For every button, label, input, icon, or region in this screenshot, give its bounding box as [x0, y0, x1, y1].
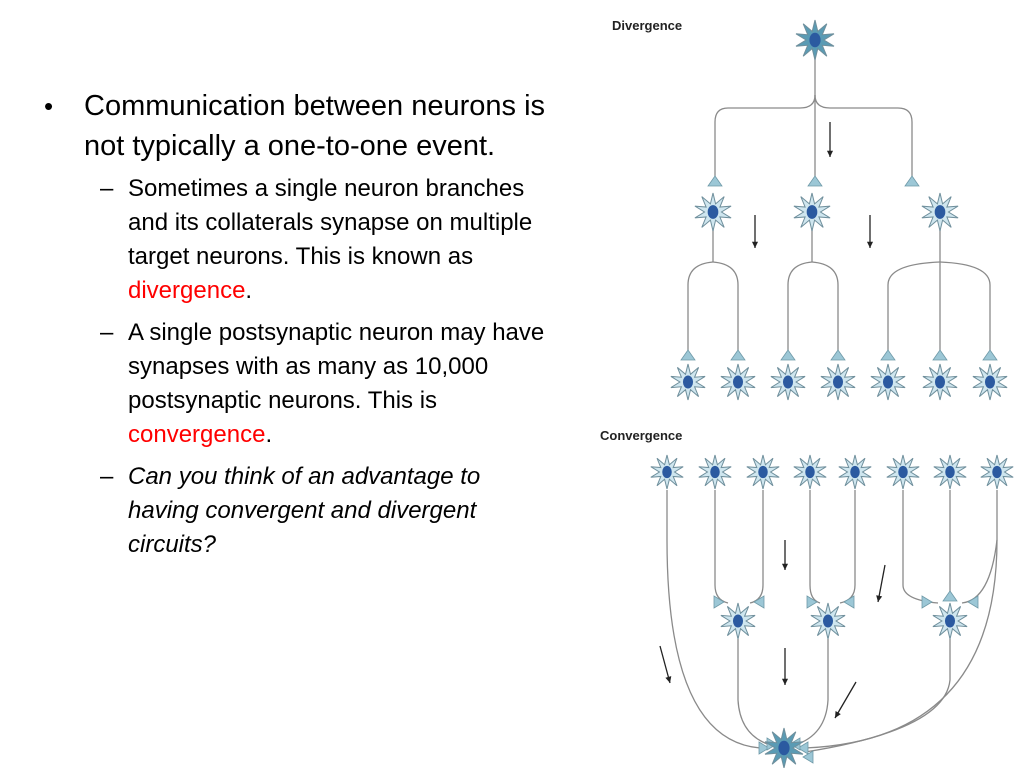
neuron-icon [670, 363, 706, 401]
synapse-terminal [680, 349, 696, 361]
synapse-terminal [830, 349, 846, 361]
signal-arrow [834, 681, 857, 719]
neuron-icon [932, 602, 968, 640]
axon-branch [809, 490, 821, 604]
synapse-terminal [780, 349, 796, 361]
arrowhead-icon [781, 678, 789, 685]
synapse-terminal [797, 741, 809, 755]
axon-branch [839, 490, 856, 604]
synapse-terminal [880, 349, 896, 361]
question-text: Can you think of an advantage to having … [128, 463, 481, 558]
main-bullet-text: Communication between neurons is not typ… [84, 90, 546, 162]
synapse-terminal [806, 595, 818, 609]
neuron-icon [650, 454, 684, 490]
synapse-terminal [753, 595, 765, 609]
neuron-icon [886, 454, 920, 490]
axon-branch [939, 261, 991, 350]
axon-branch [749, 490, 764, 604]
arrowhead-icon [866, 241, 874, 248]
synapse-terminal [967, 595, 979, 609]
axon-branch [804, 639, 951, 753]
slide-text: • Communication between neurons is not t… [40, 86, 550, 570]
axon-branch [887, 261, 941, 350]
axon-lines [666, 58, 998, 753]
neuron-icon [793, 454, 827, 490]
neuron-icon [870, 363, 906, 401]
divergence-title: Divergence [612, 18, 682, 33]
neuron-icon-dark [764, 727, 804, 768]
sub-bullet-question: – Can you think of an advantage to havin… [40, 460, 550, 562]
synapse-terminal [921, 595, 933, 609]
axon-branch [737, 639, 771, 746]
neuron-icon [838, 454, 872, 490]
signal-arrows [659, 122, 886, 719]
axon-branch [811, 261, 839, 350]
neuron-icon [720, 602, 756, 640]
synapse-terminal [942, 590, 958, 602]
synapse-terminal [904, 175, 920, 187]
neuron-icon [820, 363, 856, 401]
arrowhead-icon [751, 241, 759, 248]
period: . [245, 277, 253, 304]
axon-branch [814, 94, 913, 176]
signal-arrow [659, 645, 671, 684]
arrowhead-icon [781, 563, 789, 570]
main-bullet: • Communication between neurons is not t… [40, 86, 550, 166]
neuron-icon [921, 192, 959, 232]
synapse-terminal [843, 595, 855, 609]
synapse-terminal [730, 349, 746, 361]
neuron-icon [746, 454, 780, 490]
convergence-title: Convergence [600, 428, 682, 443]
arrowhead-icon [835, 711, 841, 718]
arrowhead-icon [876, 595, 883, 602]
sub-bullet-text: Sometimes a single neuron branches and i… [128, 175, 533, 270]
axon-branch [714, 94, 816, 176]
axon-branch [794, 639, 829, 746]
axon-branch [712, 261, 739, 350]
axon-branch [787, 261, 813, 350]
sub-bullet-convergence: – A single postsynaptic neuron may have … [40, 316, 550, 452]
axon-branch [687, 261, 714, 350]
synapse-terminal [807, 175, 823, 187]
convergence-term: convergence [128, 421, 266, 448]
axon-branch [961, 539, 998, 604]
arrowhead-icon [826, 150, 834, 157]
axon-branch [666, 490, 761, 749]
neuron-icon [810, 602, 846, 640]
sub-bullet-divergence: – Sometimes a single neuron branches and… [40, 172, 550, 308]
dash-icon: – [100, 175, 114, 202]
neurons [650, 19, 1014, 768]
neuron-icon [793, 192, 831, 232]
synapse-terminal [932, 349, 948, 361]
axon-branch [902, 490, 939, 604]
neuron-icon [933, 454, 967, 490]
neuron-icon [972, 363, 1008, 401]
neuron-icon [694, 192, 732, 232]
synapse-terminal [758, 741, 770, 755]
neuron-icon [720, 363, 756, 401]
neuron-icon [770, 363, 806, 401]
synapse-terminal [982, 349, 998, 361]
neuron-icon [698, 454, 732, 490]
period: . [265, 421, 273, 448]
bullet-dot-icon: • [44, 91, 54, 121]
dash-icon: – [100, 463, 114, 490]
neuron-icon [980, 454, 1014, 490]
synapse-terminal [707, 175, 723, 187]
neuron-icon-dark [795, 19, 835, 61]
neuron-icon [922, 363, 958, 401]
sub-bullet-text: A single postsynaptic neuron may have sy… [128, 319, 545, 414]
dash-icon: – [100, 319, 114, 346]
synapse-terminals [680, 175, 998, 764]
synapse-terminal [713, 595, 725, 609]
synapse-terminal [802, 750, 814, 764]
axon-branch [714, 490, 729, 604]
arrowhead-icon [665, 676, 672, 683]
divergence-term: divergence [128, 277, 246, 304]
